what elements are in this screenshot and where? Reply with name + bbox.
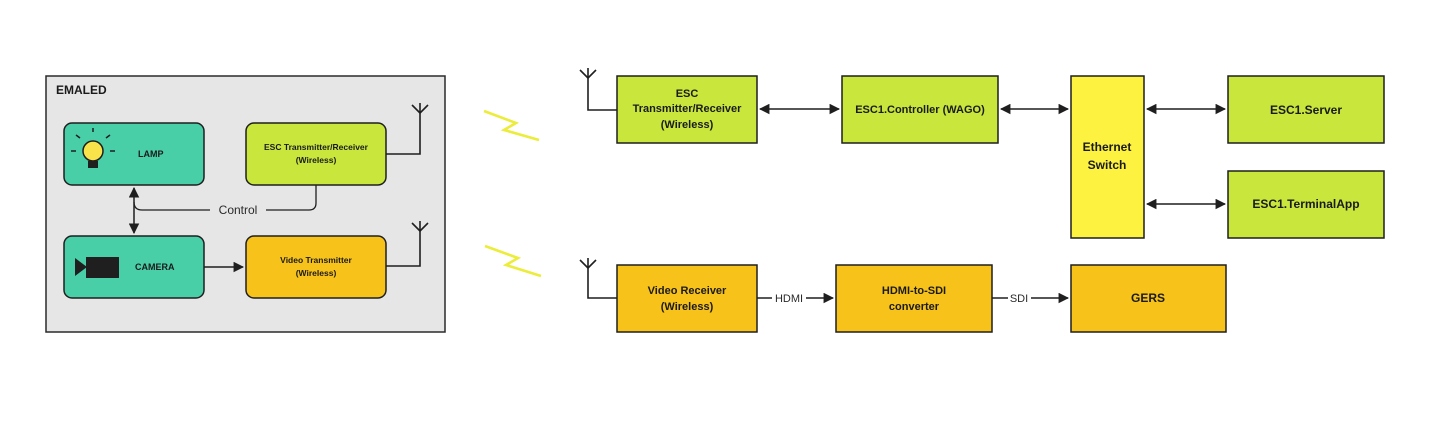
video-transmitter-line2: (Wireless)	[296, 268, 337, 278]
sdi-label: SDI	[1010, 293, 1028, 305]
camera-node[interactable]: CAMERA	[63, 235, 205, 299]
video-camera-icon	[75, 257, 119, 278]
control-label: Control	[219, 203, 258, 217]
gers-node[interactable]: GERS	[1070, 264, 1227, 333]
hdmi-to-sdi-line1: HDMI-to-SDI	[882, 285, 946, 297]
lamp-label: LAMP	[138, 149, 164, 159]
video-receiver-line1: Video Receiver	[648, 285, 727, 297]
video-transmitter-line1: Video Transmitter	[280, 255, 352, 265]
esc-server-node[interactable]: ESC1.Server	[1227, 75, 1385, 144]
video-receiver-line2: (Wireless)	[661, 301, 714, 313]
camera-label: CAMERA	[135, 262, 175, 272]
ethernet-switch-node[interactable]: Ethernet Switch	[1070, 75, 1145, 239]
esc-transmitter-local-node[interactable]: ESC Transmitter/Receiver (Wireless)	[245, 122, 387, 186]
hdmi-to-sdi-line2: converter	[889, 301, 940, 313]
esc-terminal-label: ESC1.TerminalApp	[1252, 197, 1359, 211]
antenna-icon	[579, 68, 617, 111]
esc-controller-label: ESC1.Controller (WAGO)	[855, 104, 985, 116]
wireless-signal-icon	[483, 109, 540, 142]
antenna-icon	[386, 103, 429, 155]
esc-transmitter-local-line1: ESC Transmitter/Receiver	[264, 142, 369, 152]
hdmi-connector: HDMI	[757, 292, 835, 305]
wireless-signal-icon	[484, 244, 542, 278]
esc-transmitter-remote-line1: ESC	[676, 88, 699, 100]
antenna-icon	[579, 258, 617, 299]
emaled-title: EMALED	[56, 83, 107, 97]
esc-terminal-node[interactable]: ESC1.TerminalApp	[1227, 170, 1385, 239]
hdmi-label: HDMI	[775, 293, 803, 305]
esc-controller-node[interactable]: ESC1.Controller (WAGO)	[841, 75, 999, 144]
esc-transmitter-remote-line3: (Wireless)	[661, 119, 714, 131]
gers-label: GERS	[1131, 291, 1165, 305]
sdi-connector: SDI	[992, 292, 1070, 305]
light-bulb-icon	[71, 128, 115, 168]
antenna-icon	[386, 221, 429, 267]
lamp-node[interactable]: LAMP	[63, 122, 205, 186]
hdmi-to-sdi-node[interactable]: HDMI-to-SDI converter	[835, 264, 993, 333]
ethernet-switch-line1: Ethernet	[1083, 140, 1132, 154]
esc-transmitter-local-line2: (Wireless)	[296, 155, 337, 165]
esc-server-label: ESC1.Server	[1270, 103, 1342, 117]
video-transmitter-node[interactable]: Video Transmitter (Wireless)	[245, 235, 387, 299]
ethernet-switch-line2: Switch	[1088, 158, 1127, 172]
esc-transmitter-remote-node[interactable]: ESC Transmitter/Receiver (Wireless)	[616, 75, 758, 144]
video-receiver-node[interactable]: Video Receiver (Wireless)	[616, 264, 758, 333]
esc-transmitter-remote-line2: Transmitter/Receiver	[633, 103, 743, 115]
control-connector: Control	[128, 185, 317, 235]
